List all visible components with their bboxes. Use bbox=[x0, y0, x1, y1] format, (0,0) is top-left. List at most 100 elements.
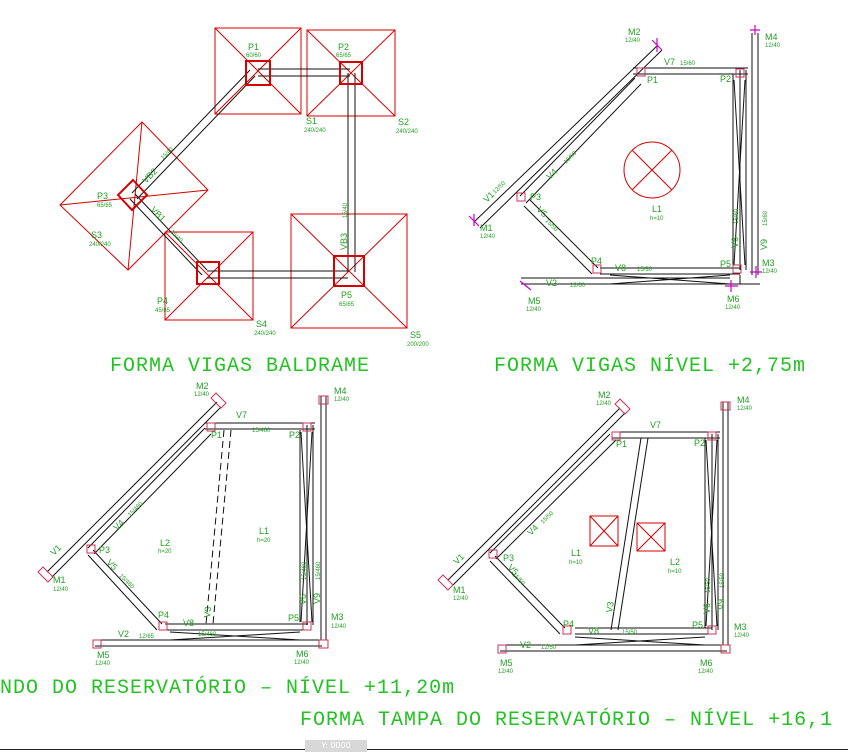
dim-v4: 15/50 bbox=[563, 150, 578, 165]
dim-v5: 15/50 bbox=[544, 218, 559, 233]
dim-s5: 200/200 bbox=[407, 342, 429, 348]
title-fundo: NDO DO RESERVATÓRIO – NÍVEL +11,20m bbox=[0, 676, 455, 700]
panel-nivel-275: M2 12/40 M4 12/40 M1 12/40 M3 12/40 M5 1… bbox=[468, 25, 805, 378]
label-l2-h: h=20 bbox=[158, 549, 172, 555]
dim-p1: 60/60 bbox=[246, 53, 262, 59]
label-m4: M4 bbox=[765, 32, 778, 42]
label-s5: S5 bbox=[410, 330, 421, 340]
dim-v6: 15/460 bbox=[302, 561, 308, 580]
label-v9: V9 bbox=[759, 239, 769, 250]
dim-m1: 12/40 bbox=[53, 587, 69, 593]
dim-v7: 15/60 bbox=[680, 61, 696, 67]
label-p2: P2 bbox=[338, 42, 349, 52]
label-v3: V3 bbox=[202, 606, 213, 618]
dim-vb3: 15/40 bbox=[343, 202, 349, 218]
beams-fundo bbox=[46, 396, 327, 647]
pillar-p3 bbox=[116, 178, 149, 212]
pillar-p2 bbox=[339, 61, 363, 85]
label-p2: P2 bbox=[720, 74, 731, 84]
label-p3: P3 bbox=[503, 553, 514, 563]
footing-s2 bbox=[306, 29, 396, 117]
dim-v8: 15/50 bbox=[622, 630, 638, 636]
label-m3: M3 bbox=[762, 258, 775, 268]
label-v7: V7 bbox=[650, 420, 661, 430]
dim-v5: 15/460 bbox=[118, 573, 136, 591]
dim-m3: 12/40 bbox=[734, 633, 750, 639]
dim-m5: 12/40 bbox=[526, 307, 542, 313]
label-m2: M2 bbox=[628, 27, 641, 37]
label-p3: P3 bbox=[530, 192, 541, 202]
dim-s2: 240/240 bbox=[396, 129, 418, 135]
dim-s4: 240/240 bbox=[254, 331, 276, 337]
pillars-tampa bbox=[488, 431, 717, 635]
dim-v6: 15/50 bbox=[706, 577, 712, 593]
dim-s1: 240/240 bbox=[304, 128, 326, 134]
label-v2: V2 bbox=[520, 640, 531, 650]
label-m4: M4 bbox=[737, 395, 750, 405]
label-m6: M6 bbox=[727, 294, 740, 304]
dim-m6: 12/40 bbox=[294, 660, 310, 666]
label-v5: V5 bbox=[105, 557, 120, 572]
dim-v2: 12/60 bbox=[570, 283, 586, 289]
dim-m4: 12/40 bbox=[334, 397, 350, 403]
beams-baldrame bbox=[129, 68, 356, 279]
dim-p2: 65/65 bbox=[336, 53, 352, 59]
dim-v2: 12/50 bbox=[541, 645, 557, 651]
dim-v9: 15/460 bbox=[316, 561, 322, 580]
footing-s3 bbox=[59, 121, 209, 271]
label-p5: P5 bbox=[720, 259, 731, 269]
dim-m2: 12/40 bbox=[625, 38, 641, 44]
hatch-2 bbox=[636, 522, 666, 552]
label-l1-h: h=10 bbox=[650, 216, 664, 222]
label-p1: P1 bbox=[616, 439, 627, 449]
title-tampa: FORMA TAMPA DO RESERVATÓRIO – NÍVEL +16,… bbox=[300, 708, 833, 732]
label-m3: M3 bbox=[734, 622, 747, 632]
label-v8: V8 bbox=[588, 626, 599, 636]
coordinate-readout[interactable]: Y: 0000 bbox=[305, 740, 367, 752]
label-l1: L1 bbox=[652, 204, 662, 214]
label-s1: S1 bbox=[306, 116, 317, 126]
label-p2: P2 bbox=[289, 430, 300, 440]
label-l1: L1 bbox=[259, 526, 269, 536]
dim-p3: 65/65 bbox=[97, 203, 113, 209]
label-p1: P1 bbox=[248, 42, 259, 52]
beams-tampa bbox=[447, 402, 729, 652]
dim-m1: 12/40 bbox=[480, 234, 496, 240]
status-footer: Y: 0000 bbox=[0, 740, 848, 754]
dim-m6: 12/40 bbox=[698, 669, 714, 675]
label-v9: V9 bbox=[716, 599, 726, 610]
label-p4: P4 bbox=[563, 619, 574, 629]
label-vb2: VB2 bbox=[140, 166, 159, 185]
label-v2: V2 bbox=[546, 278, 557, 288]
label-m5: M5 bbox=[528, 296, 541, 306]
label-vb3: VB3 bbox=[339, 233, 349, 250]
label-v8: V8 bbox=[183, 618, 194, 628]
title-baldrame: FORMA VIGAS BALDRAME bbox=[110, 355, 370, 378]
dim-v8: 15/30 bbox=[637, 267, 653, 273]
panel-fundo: M2 12/40 M4 12/40 M1 12/40 M3 12/40 M5 1… bbox=[0, 381, 455, 700]
label-l2-h: h=10 bbox=[668, 569, 682, 575]
label-m5: M5 bbox=[97, 650, 110, 660]
label-m6: M6 bbox=[296, 649, 309, 659]
label-p1: P1 bbox=[647, 75, 658, 85]
label-v4: V4 bbox=[525, 523, 540, 538]
dim-m3: 12/40 bbox=[331, 624, 347, 630]
wall-ends-nivel-275 bbox=[468, 25, 762, 292]
dim-v4: 15/460 bbox=[127, 501, 145, 519]
label-v6: V6 bbox=[298, 594, 308, 605]
dim-m5: 12/40 bbox=[95, 661, 111, 667]
label-p4: P4 bbox=[158, 610, 169, 620]
label-s2: S2 bbox=[398, 117, 409, 127]
label-p5: P5 bbox=[288, 613, 299, 623]
beams-nivel-275 bbox=[473, 33, 760, 285]
dim-v6: 15/60 bbox=[734, 208, 740, 224]
pillar-p1 bbox=[245, 60, 271, 86]
label-p1: P1 bbox=[211, 430, 222, 440]
dim-v1: 12/50 bbox=[492, 180, 507, 195]
dim-v2: 12/65 bbox=[139, 634, 155, 640]
label-p5: P5 bbox=[692, 620, 703, 630]
dim-p4: 45/65 bbox=[155, 308, 171, 314]
label-m1: M1 bbox=[480, 223, 493, 233]
pillar-p5 bbox=[333, 255, 365, 287]
